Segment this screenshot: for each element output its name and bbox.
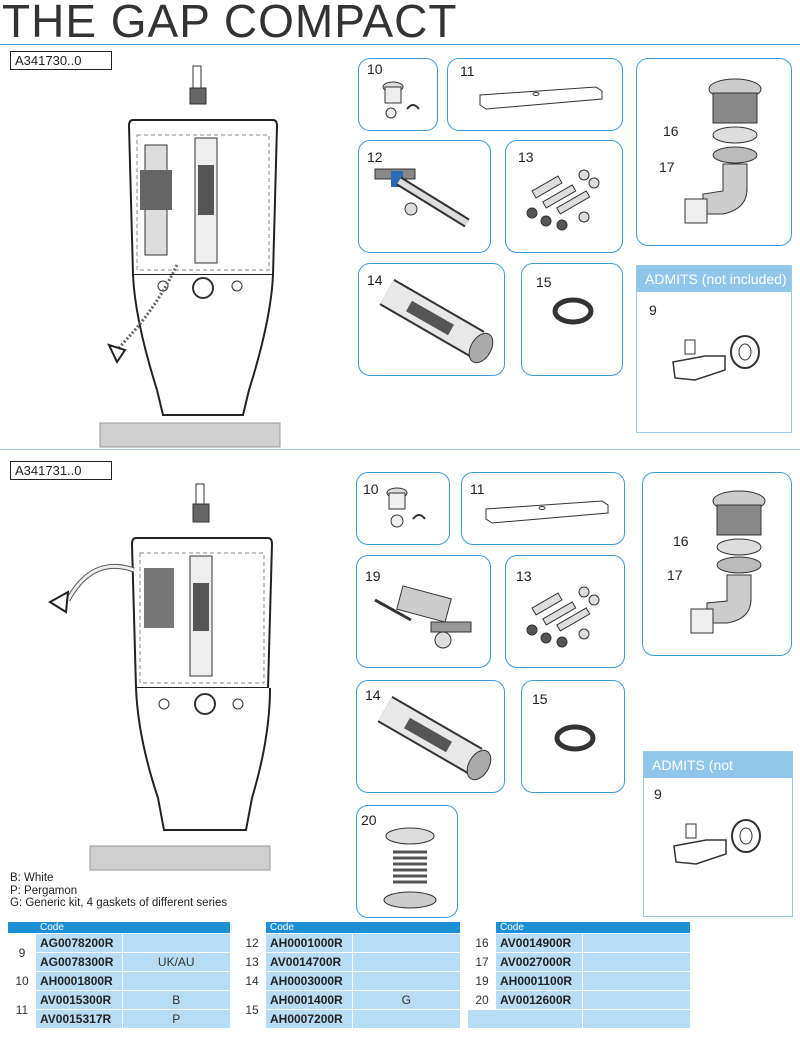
part-10-panel-2: 10 (356, 472, 450, 545)
title-rule (0, 44, 800, 45)
admits-panel-1: ADMITS (not included) 9 (636, 265, 792, 433)
code-table-3: Code 16 AV0014900R 17 AV0027000R 19 AH00… (468, 922, 690, 1029)
table-row: 17 AV0027000R (468, 952, 690, 972)
table-header: Code (266, 922, 352, 934)
fill-valve-part-icon (374, 168, 470, 228)
admits-header: ADMITS (not included) (644, 752, 792, 799)
code-table-1: Code 9 AG0078200R AG0078300R UK/AU 10 AH… (8, 922, 230, 1029)
part-number: 16 (673, 533, 689, 549)
part-19-panel: 19 (356, 555, 491, 668)
table-row: 13 AV0014700R (238, 952, 460, 972)
part-15-panel: 15 (521, 263, 623, 376)
flush-valve-part-icon (379, 279, 494, 364)
angle-valve-part-icon (673, 819, 761, 865)
part-number: 13 (516, 568, 532, 584)
part-number: 9 (649, 302, 657, 318)
page-title: THE GAP COMPACT (2, 0, 458, 47)
gasket-part-icon (554, 724, 596, 752)
table-row: 11 AV0015300R B (8, 990, 230, 1029)
part-number: 16 (663, 123, 679, 139)
table-row: 16 AV0014900R (468, 933, 690, 953)
outlet-connector-part-icon (684, 78, 762, 224)
part-number: 15 (536, 274, 552, 290)
admits-panel-2: ADMITS (not included) 9 (643, 751, 793, 917)
table-row: AV0015317R P (8, 1009, 230, 1029)
table-row: 14 AH0003000R (238, 971, 460, 991)
angle-valve-part-icon (672, 335, 760, 381)
table-row: 9 AG0078200R (8, 933, 230, 972)
legend: B: White P: Pergamon G: Generic kit, 4 g… (10, 872, 227, 910)
table-row: AH0007200R (238, 1009, 460, 1029)
part-number: 10 (367, 61, 383, 77)
push-button-part-icon (386, 487, 426, 528)
section-divider (0, 449, 800, 450)
part-16-17-panel-2: 16 17 (642, 472, 792, 656)
part-13-panel-2: 13 (505, 555, 625, 668)
part-15-panel-2: 15 (521, 680, 625, 793)
part-number: 11 (460, 63, 475, 79)
part-number: 10 (363, 481, 379, 497)
part-14-panel: 14 (358, 263, 505, 376)
part-11-panel-2: 11 (461, 472, 625, 545)
legend-pergamon: P: Pergamon (10, 884, 78, 897)
part-number: 15 (532, 691, 548, 707)
table-row: 19 AH0001100R (468, 971, 690, 991)
part-number: 14 (367, 272, 383, 288)
legend-generic: G: Generic kit, 4 gaskets of different s… (10, 897, 228, 909)
part-14-panel-2: 14 (356, 680, 505, 793)
table-row: 10 AH0001800R (8, 971, 230, 991)
part-13-panel: 13 (505, 140, 623, 253)
flush-valve-part-icon (377, 696, 492, 781)
table-header: Code (36, 922, 122, 934)
fixing-kit-part-icon (526, 169, 600, 231)
model-ref-1: A341730..0 (10, 51, 112, 70)
legend-white: B: White (10, 872, 54, 884)
table-row: 12 AH0001000R (238, 933, 460, 953)
cover-lid-part-icon (485, 500, 609, 524)
part-12-panel: 12 (358, 140, 491, 253)
part-10-panel: 10 (358, 58, 438, 131)
toilet-diagram-2 (48, 483, 274, 871)
code-table-2: Code 12 AH0001000R 13 AV0014700R 14 AH00… (238, 922, 460, 1029)
push-button-part-icon (382, 81, 420, 119)
part-number: 17 (667, 567, 683, 583)
part-number: 12 (367, 149, 383, 165)
part-number: 14 (365, 687, 381, 703)
side-fill-valve-part-icon (374, 585, 472, 649)
part-number: 9 (654, 786, 662, 802)
table-row (468, 1009, 690, 1029)
table-row: 15 AH0001400R G (238, 990, 460, 1029)
toilet-diagram-1 (99, 65, 281, 448)
part-number: 20 (361, 812, 377, 828)
part-number: 13 (518, 149, 534, 165)
model-ref-2: A341731..0 (10, 461, 112, 480)
part-number: 19 (365, 568, 381, 584)
outlet-connector-part-icon (690, 490, 766, 634)
part-16-17-panel: 16 17 (636, 58, 792, 246)
table-header: Code (496, 922, 582, 934)
part-11-panel: 11 (447, 58, 623, 131)
admits-header: ADMITS (not included) (637, 266, 791, 292)
table-row: 20 AV0012600R (468, 990, 690, 1010)
waste-valve-part-icon (383, 827, 437, 909)
part-20-panel: 20 (356, 805, 458, 918)
gasket-part-icon (552, 297, 594, 325)
table-row: AG0078300R UK/AU (8, 952, 230, 972)
part-number: 11 (470, 481, 485, 497)
part-number: 17 (659, 159, 675, 175)
cover-lid-part-icon (479, 86, 603, 110)
fixing-kit-part-icon (526, 586, 600, 648)
